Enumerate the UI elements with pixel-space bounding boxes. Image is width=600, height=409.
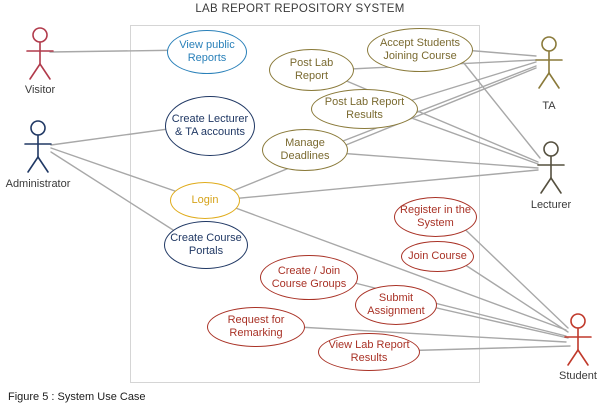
actor-administrator-figure — [24, 120, 52, 173]
usecase-request-for-remarking: Request for Remarking — [207, 307, 305, 347]
figure-caption: Figure 5 : System Use Case — [8, 391, 146, 403]
usecase-login: Login — [170, 182, 240, 219]
actor-ta-figure — [535, 36, 563, 89]
usecase-submit-assignment: Submit Assignment — [355, 285, 437, 325]
diagram-title: LAB REPORT REPOSITORY SYSTEM — [195, 3, 405, 15]
usecase-register-in-the-system: Register in the System — [394, 197, 477, 237]
actor-administrator-label: Administrator — [5, 178, 71, 190]
actor-student-label: Student — [559, 370, 597, 382]
actor-lecturer-label: Lecturer — [530, 199, 572, 211]
actor-lecturer-figure — [537, 141, 565, 194]
actor-visitor-figure — [26, 27, 54, 80]
edge-student-register-in-the-system — [449, 214, 569, 329]
edge-lecturer-login — [219, 169, 539, 201]
usecase-join-course: Join Course — [401, 241, 474, 272]
edge-student-view-lab-report-results — [394, 345, 571, 352]
actor-ta-label: TA — [542, 100, 556, 112]
usecase-create-join-course-groups: Create / Join Course Groups — [260, 255, 358, 300]
edge-ta-post-lab-report-results — [389, 61, 537, 108]
usecase-view-lab-report-results: View Lab Report Results — [318, 333, 420, 371]
edge-lecturer-post-lab-report-results — [394, 111, 539, 165]
edge-ta-login — [219, 67, 537, 197]
usecase-create-lecturer-ta-accounts: Create Lecturer & TA accounts — [165, 96, 255, 156]
system-boundary — [130, 25, 480, 383]
actor-visitor-label: Visitor — [24, 84, 56, 96]
edges — [49, 47, 571, 352]
usecase-create-course-portals: Create Course Portals — [164, 221, 248, 269]
usecase-accept-students-joining-course: Accept Students Joining Course — [367, 28, 473, 72]
usecase-post-lab-report: Post Lab Report — [269, 49, 354, 91]
edge-ta-manage-deadlines — [324, 65, 537, 149]
edge-lecturer-manage-deadlines — [324, 151, 539, 169]
edge-student-request-for-remarking — [279, 325, 567, 343]
usecase-view-public-reports: View public Reports — [167, 30, 247, 74]
edge-administrator-create-course-portals — [50, 151, 196, 245]
edge-student-login — [221, 202, 567, 331]
edge-student-submit-assignment — [414, 302, 569, 339]
actor-student-figure — [564, 313, 592, 366]
edge-visitor-view-public-reports — [49, 49, 191, 53]
usecase-post-lab-report-results: Post Lab Report Results — [311, 89, 418, 129]
edge-student-join-course — [449, 254, 569, 333]
edge-lecturer-accept-students-joining-course — [454, 51, 541, 159]
usecase-manage-deadlines: Manage Deadlines — [262, 129, 348, 171]
edge-administrator-login — [50, 147, 196, 199]
